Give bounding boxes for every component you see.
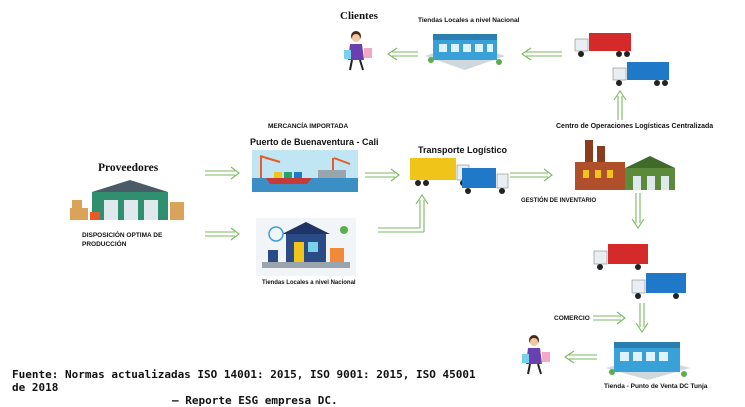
truck-icon — [410, 158, 470, 186]
factory-icon — [575, 140, 675, 190]
arrow-trucks-to-tienda-dc — [635, 303, 649, 333]
shopper-icon — [344, 31, 372, 71]
label-transporte-logistico: Transporte Logístico — [418, 145, 508, 155]
warehouse-icon — [70, 180, 184, 220]
arrow-puerto-to-transporte — [365, 168, 400, 182]
label-tiendas-mid: Tiendas Locales a nivel Nacional — [262, 280, 356, 286]
store-icon — [256, 218, 356, 276]
flow-arrows — [205, 47, 649, 364]
arrow-trucks-to-store-top — [521, 47, 562, 61]
label-mercancia-importada: MERCANCÍA IMPORTADA — [268, 123, 349, 130]
label-tiendas-top: Tiendas Locales a nivel Nacional — [418, 17, 520, 24]
arrow-proveedores-to-tiendas-mid — [205, 227, 240, 241]
store-icon — [425, 34, 505, 70]
label-proveedores: Proveedores — [98, 162, 159, 174]
label-tienda-dc: Tienda - Punto de Venta DC Tunja — [604, 383, 708, 390]
truck-icon — [631, 273, 686, 299]
arrow-tiendas-mid-to-transporte — [378, 194, 429, 233]
store-icon — [606, 342, 690, 380]
shopper-icon — [522, 335, 550, 375]
label-comercio: COMERCIO — [554, 315, 590, 322]
truck-icon — [612, 62, 669, 86]
label-gestion-inventario: GESTIÓN DE INVENTARIO — [521, 198, 597, 204]
arrow-transporte-to-centro — [510, 168, 553, 182]
source-note: Fuente: Normas actualizadas ISO 14001: 2… — [12, 368, 482, 407]
arrow-tienda-dc-to-cliente — [564, 350, 597, 364]
label-disposicion-produccion: DISPOSICIÓN OPTIMA DE PRODUCCIÓN — [82, 232, 163, 248]
truck-icon — [574, 33, 631, 57]
label-clientes: Clientes — [340, 10, 378, 22]
source-line-1: Fuente: Normas actualizadas ISO 14001: 2… — [12, 368, 476, 394]
label-centro-operaciones: Centro de Operaciones Logísticas Central… — [556, 123, 714, 130]
arrow-centro-to-trucks-bottom — [631, 193, 645, 229]
port-icon — [252, 150, 358, 192]
arrow-store-to-clientes — [387, 47, 418, 61]
arrow-comercio — [593, 311, 626, 325]
label-puerto: Puerto de Buenaventura - Cali — [250, 137, 379, 147]
truck-icon — [462, 168, 509, 194]
truck-icon — [593, 244, 648, 270]
arrow-centro-to-trucks-top — [613, 90, 627, 120]
arrow-proveedores-to-puerto — [205, 166, 240, 180]
